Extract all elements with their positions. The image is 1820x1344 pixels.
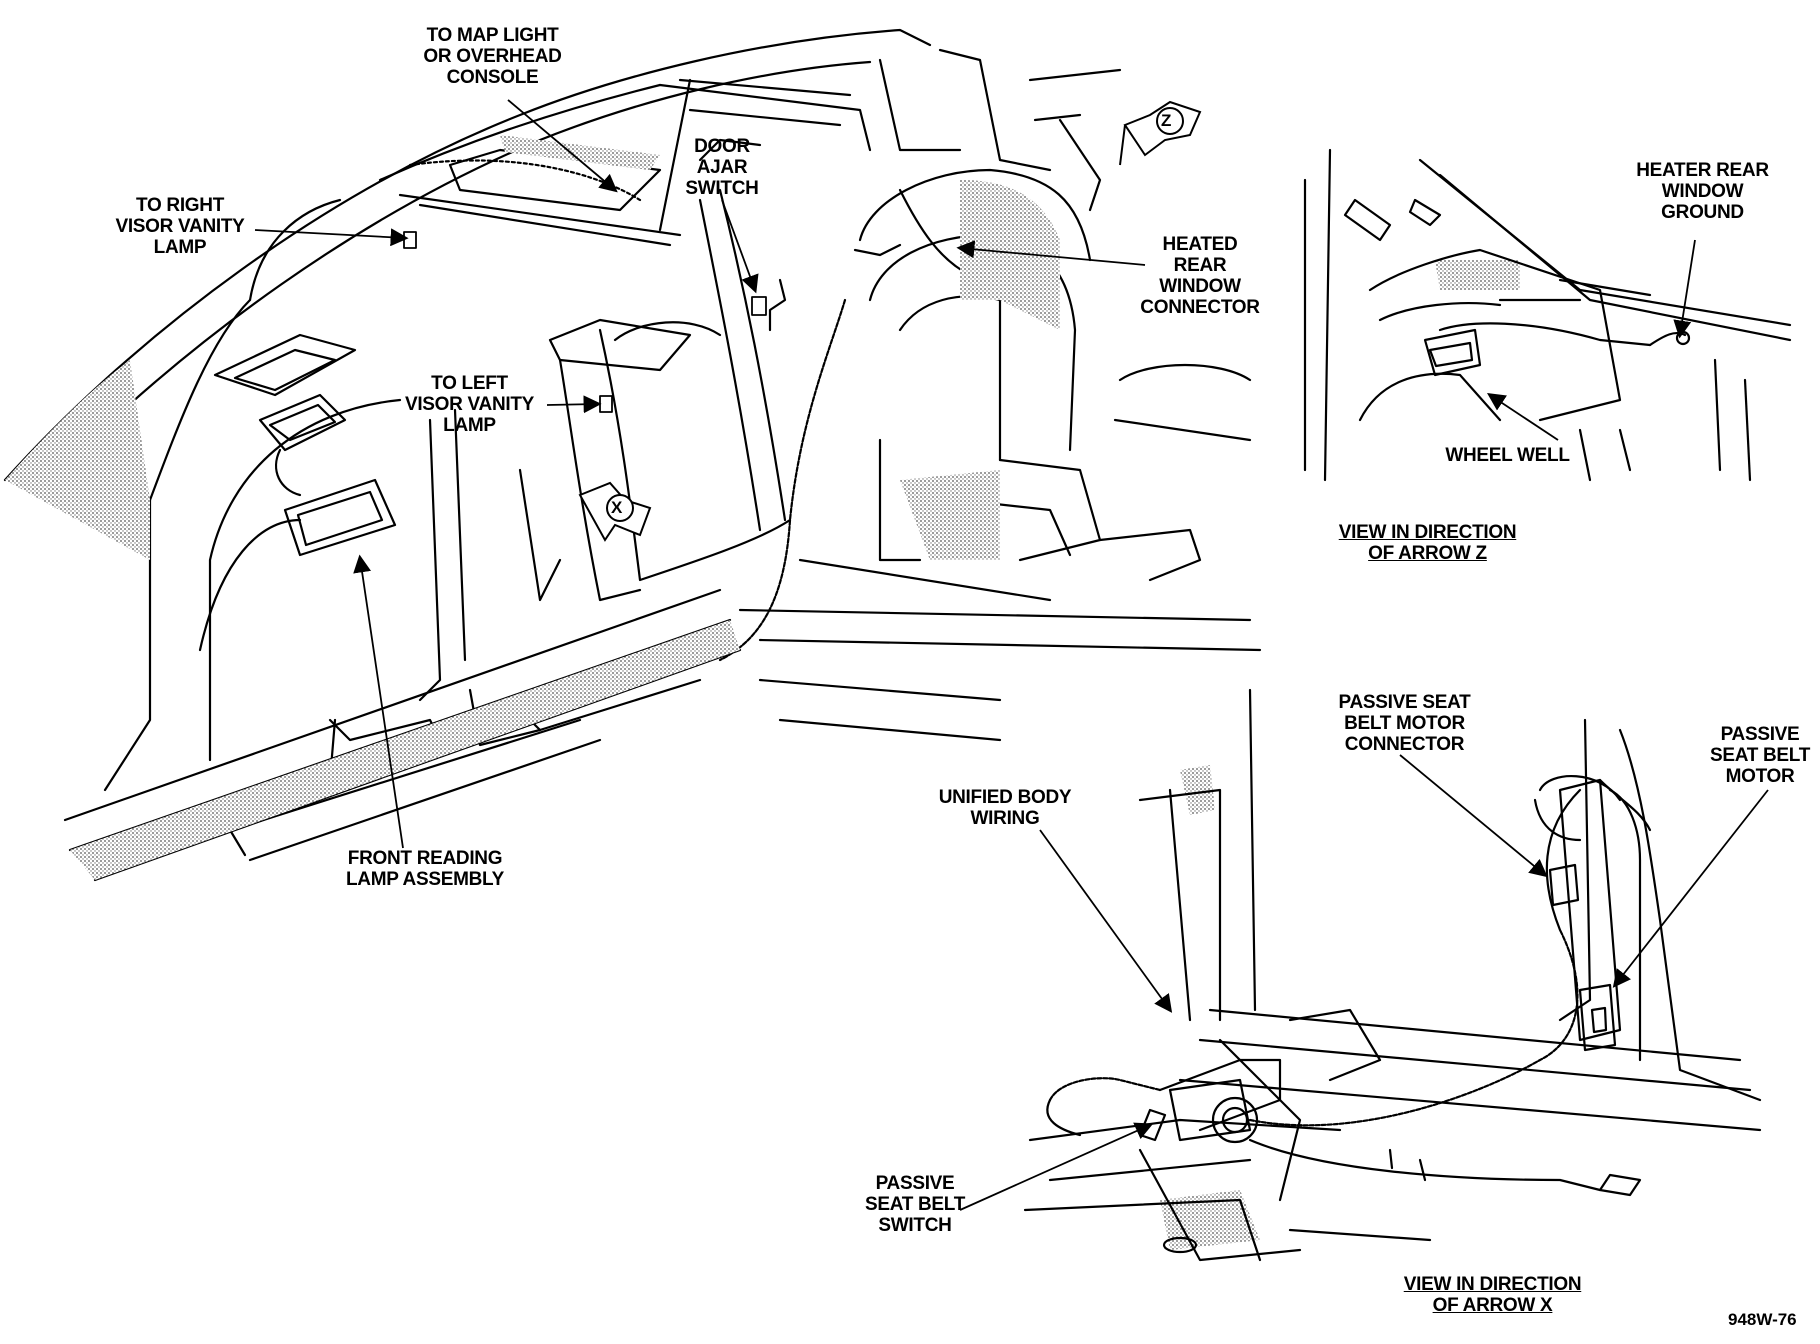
label-seat-belt-motor-connector: PASSIVE SEAT BELT MOTOR CONNECTOR bbox=[1338, 692, 1471, 755]
label-map-light: TO MAP LIGHT OR OVERHEAD CONSOLE bbox=[423, 25, 562, 88]
leader-lines bbox=[254, 99, 1769, 1211]
label-heater-rear-window-ground: HEATER REAR WINDOW GROUND bbox=[1636, 160, 1769, 223]
label-front-reading-lamp: FRONT READING LAMP ASSEMBLY bbox=[346, 848, 504, 890]
label-seat-belt-motor: PASSIVE SEAT BELT MOTOR bbox=[1709, 724, 1811, 787]
view-x bbox=[1023, 688, 1762, 1262]
label-door-ajar-switch: DOOR AJAR SWITCH bbox=[685, 136, 759, 199]
label-left-visor-lamp: TO LEFT VISOR VANITY LAMP bbox=[404, 373, 535, 436]
label-heated-rear-window-connector: HEATED REAR WINDOW CONNECTOR bbox=[1140, 234, 1260, 318]
view-z bbox=[1303, 148, 1792, 482]
label-seat-belt-switch: PASSIVE SEAT BELT SWITCH bbox=[864, 1173, 966, 1236]
view-arrows bbox=[578, 100, 1202, 542]
label-right-visor-lamp: TO RIGHT VISOR VANITY LAMP bbox=[115, 195, 245, 258]
caption-view-z: VIEW IN DIRECTION OF ARROW Z bbox=[1338, 522, 1517, 564]
arrow-x-marker: X bbox=[611, 498, 623, 517]
label-wheel-well: WHEEL WELL bbox=[1445, 445, 1570, 466]
arrow-z-marker: Z bbox=[1161, 111, 1172, 130]
shading bbox=[5, 135, 1520, 1250]
label-unified-body-wiring: UNIFIED BODY WIRING bbox=[938, 787, 1072, 829]
figure-code: 948W-76 bbox=[1728, 1310, 1797, 1329]
caption-view-x: VIEW IN DIRECTION OF ARROW X bbox=[1403, 1274, 1582, 1316]
